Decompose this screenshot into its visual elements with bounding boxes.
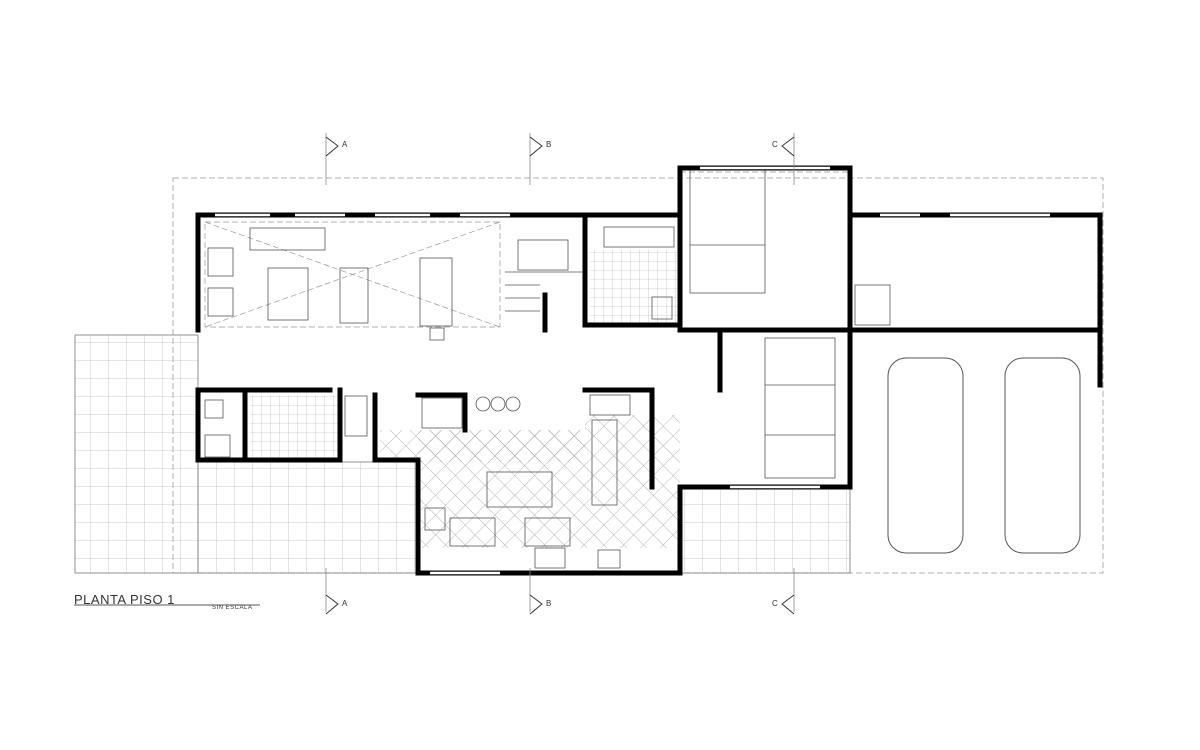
- section-marker-a-top: A: [342, 140, 348, 149]
- section-marker-c-top: C: [772, 140, 778, 149]
- car-1: [887, 357, 964, 554]
- windows: [215, 166, 1050, 575]
- garage-cars: [887, 357, 1081, 554]
- car-2: [1004, 357, 1081, 554]
- drawing-title: PLANTA PISO 1: [74, 592, 175, 607]
- section-arrows: [325, 136, 795, 615]
- section-marker-c-bottom: C: [772, 599, 778, 608]
- bathroom-1-floor: [590, 250, 678, 325]
- bathroom-2-floor: [250, 395, 340, 457]
- section-lines: [325, 133, 795, 612]
- terrace: [74, 334, 851, 574]
- section-marker-b-bottom: B: [546, 599, 552, 608]
- double-height-marks: [204, 171, 850, 328]
- kitchen-floor: [380, 415, 680, 548]
- drawing-scale: SIN ESCALA: [212, 605, 253, 611]
- section-marker-a-bottom: A: [342, 599, 348, 608]
- section-marker-b-top: B: [546, 140, 552, 149]
